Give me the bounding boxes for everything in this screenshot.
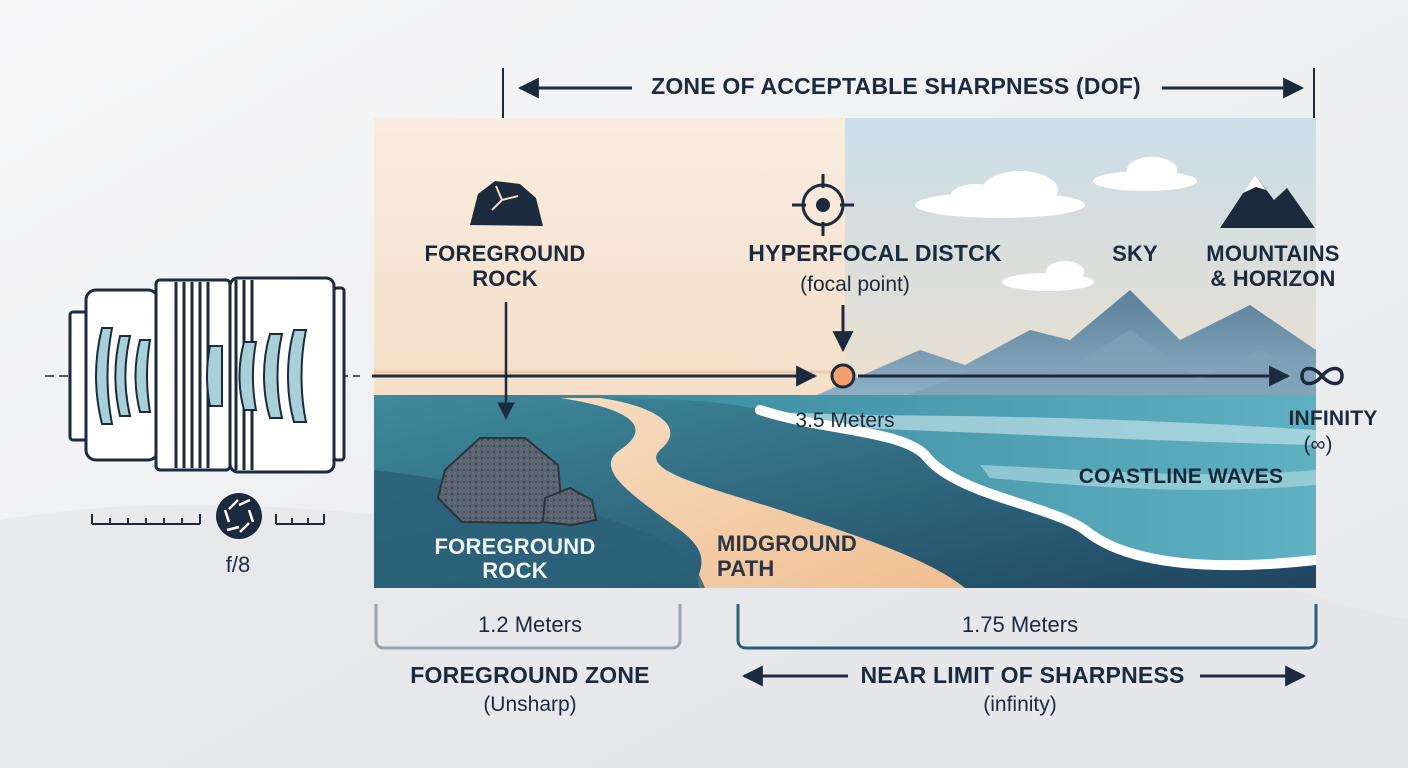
foreground-rock	[436, 437, 598, 527]
rock-icon	[470, 181, 543, 226]
focal-point	[830, 305, 856, 389]
foreground-zone-subtitle: (Unsharp)	[483, 693, 577, 716]
foreground-zone-title: FOREGROUND ZONE	[410, 662, 650, 688]
surf-line	[755, 405, 1316, 571]
rock-top-label-line1: FOREGROUND	[424, 241, 586, 266]
camera-lens	[68, 276, 346, 474]
rock-top-label-line2: ROCK	[472, 266, 538, 291]
infinity-icon	[1300, 366, 1344, 386]
path-label-line2: PATH	[717, 556, 775, 581]
path-label-line1: MIDGROUND	[717, 531, 857, 556]
crosshair-icon	[792, 174, 854, 236]
infinity-label-line2: (∞)	[1303, 433, 1333, 456]
hyperfocal-distance: 3.5 Meters	[795, 409, 895, 432]
hyperfocal-subtitle: (focal point)	[800, 273, 910, 296]
mountains-label-line2: & HORIZON	[1210, 266, 1336, 291]
foreground-bracket	[374, 604, 682, 650]
near-limit-subtitle: (infinity)	[983, 693, 1057, 716]
mountain-icon	[1220, 175, 1315, 228]
near-limit-bracket	[736, 604, 1318, 650]
hyperfocal-title: HYPERFOCAL DISTCK	[748, 240, 1002, 266]
aperture-icon	[216, 493, 262, 539]
mountains	[810, 290, 1316, 398]
sky-label: SKY	[1112, 241, 1158, 266]
midground-path	[560, 398, 965, 588]
near-limit-title: NEAR LIMIT OF SHARPNESS	[860, 662, 1185, 688]
landscape-scene	[374, 118, 1316, 588]
dof-label: ZONE OF ACCEPTABLE SHARPNESS (DOF)	[651, 73, 1141, 99]
mountains-label-line1: MOUNTAINS	[1206, 241, 1340, 266]
aperture-label: f/8	[225, 552, 251, 577]
near-limit-distance: 1.75 Meters	[961, 612, 1079, 637]
coastline-waves-label: COASTLINE WAVES	[1078, 465, 1284, 488]
foreground-distance: 1.2 Meters	[478, 612, 582, 637]
infinity-label-line1: INFINITY	[1288, 407, 1378, 430]
aperture-scale	[91, 514, 325, 525]
cloud-icon	[915, 157, 1197, 291]
scene-rock-label-line2: ROCK	[482, 558, 548, 583]
scene-rock-label-line1: FOREGROUND	[434, 534, 596, 559]
